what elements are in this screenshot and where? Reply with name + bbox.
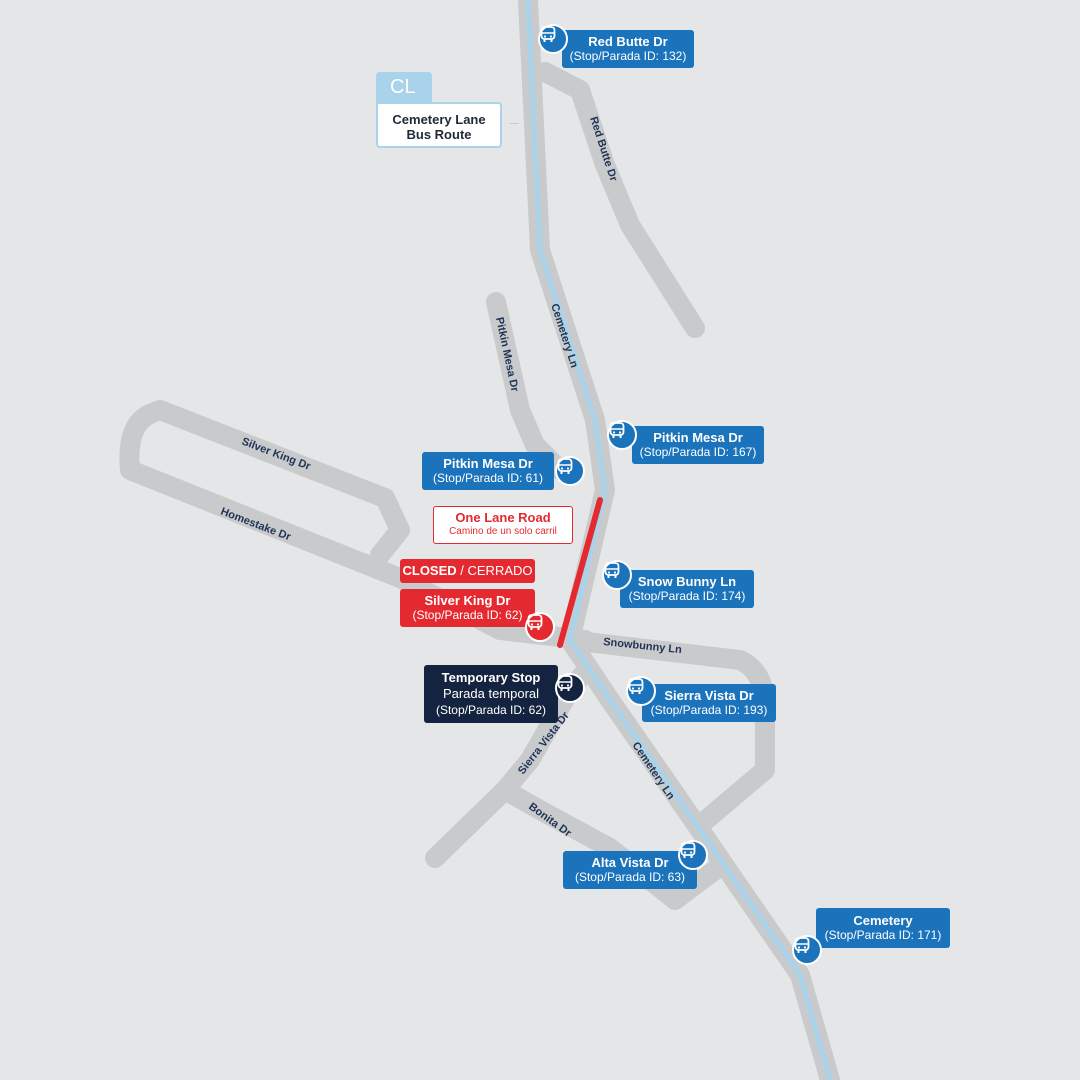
bus-icon[interactable] [525, 612, 555, 642]
stop-id: (Stop/Parada ID: 174) [628, 589, 746, 603]
closed-status-badge: CLOSED / CERRADO [400, 559, 535, 583]
stop-label-pitkin-mesa-61[interactable]: Pitkin Mesa Dr (Stop/Parada ID: 61) [422, 452, 554, 490]
stop-id: (Stop/Parada ID: 193) [650, 703, 768, 717]
legend-connector [510, 123, 519, 124]
closed-status-es: CERRADO [467, 563, 533, 578]
stop-id: (Stop/Parada ID: 62) [435, 703, 547, 717]
stop-id: (Stop/Parada ID: 167) [639, 445, 757, 459]
bus-icon[interactable] [792, 935, 822, 965]
stop-label-alta-vista[interactable]: Alta Vista Dr (Stop/Parada ID: 63) [563, 851, 697, 889]
stop-id: (Stop/Parada ID: 63) [574, 870, 686, 884]
stop-name: Snow Bunny Ln [637, 574, 737, 589]
temporary-stop-label[interactable]: Temporary Stop Parada temporal (Stop/Par… [424, 665, 558, 723]
temporary-stop-title-es: Parada temporal [442, 686, 540, 701]
stop-name: Cemetery [853, 913, 913, 928]
stop-name: Alta Vista Dr [591, 855, 669, 870]
closed-road-segment [557, 497, 603, 648]
stop-name: Silver King Dr [424, 593, 511, 608]
bus-icon[interactable] [678, 840, 708, 870]
stop-name: Red Butte Dr [588, 34, 668, 49]
stop-id: (Stop/Parada ID: 62) [412, 608, 523, 622]
closed-status-en: CLOSED [402, 563, 457, 578]
stop-label-silver-king-closed[interactable]: Silver King Dr (Stop/Parada ID: 62) [400, 589, 535, 627]
bus-icon[interactable] [607, 420, 637, 450]
stop-id: (Stop/Parada ID: 61) [432, 471, 544, 485]
stop-label-red-butte[interactable]: Red Butte Dr (Stop/Parada ID: 132) [562, 30, 694, 68]
closed-status-separator: / [456, 563, 468, 578]
stop-name: Pitkin Mesa Dr [443, 456, 533, 471]
road-red-butte [535, 62, 705, 338]
road-cemetery-lane [518, 0, 840, 1080]
bus-icon[interactable] [538, 24, 568, 54]
temporary-stop-title: Temporary Stop [441, 670, 541, 685]
route-name: Cemetery Lane Bus Route [376, 102, 502, 148]
bus-icon[interactable] [602, 560, 632, 590]
stop-id: (Stop/Parada ID: 171) [824, 928, 942, 942]
bus-route-line [525, 0, 833, 1080]
stop-label-pitkin-mesa-167[interactable]: Pitkin Mesa Dr (Stop/Parada ID: 167) [632, 426, 764, 464]
stop-label-sierra-vista[interactable]: Sierra Vista Dr (Stop/Parada ID: 193) [642, 684, 776, 722]
stop-name: Sierra Vista Dr [664, 688, 754, 703]
road-bonita [495, 780, 725, 910]
stop-label-cemetery[interactable]: Cemetery (Stop/Parada ID: 171) [816, 908, 950, 948]
notice-subtitle: Camino de un solo carril [449, 526, 557, 537]
stop-id: (Stop/Parada ID: 132) [569, 49, 687, 63]
one-lane-road-notice: One Lane Road Camino de un solo carril [433, 506, 573, 544]
bus-icon[interactable] [555, 673, 585, 703]
notice-title: One Lane Road [455, 510, 551, 525]
stop-name: Pitkin Mesa Dr [653, 430, 743, 445]
route-legend: CL Cemetery Lane Bus Route [376, 72, 519, 148]
bus-icon[interactable] [555, 456, 585, 486]
bus-icon[interactable] [626, 676, 656, 706]
road-silver-king-loop [119, 400, 595, 650]
route-code: CL [376, 72, 432, 102]
stop-label-snow-bunny[interactable]: Snow Bunny Ln (Stop/Parada ID: 174) [620, 570, 754, 608]
